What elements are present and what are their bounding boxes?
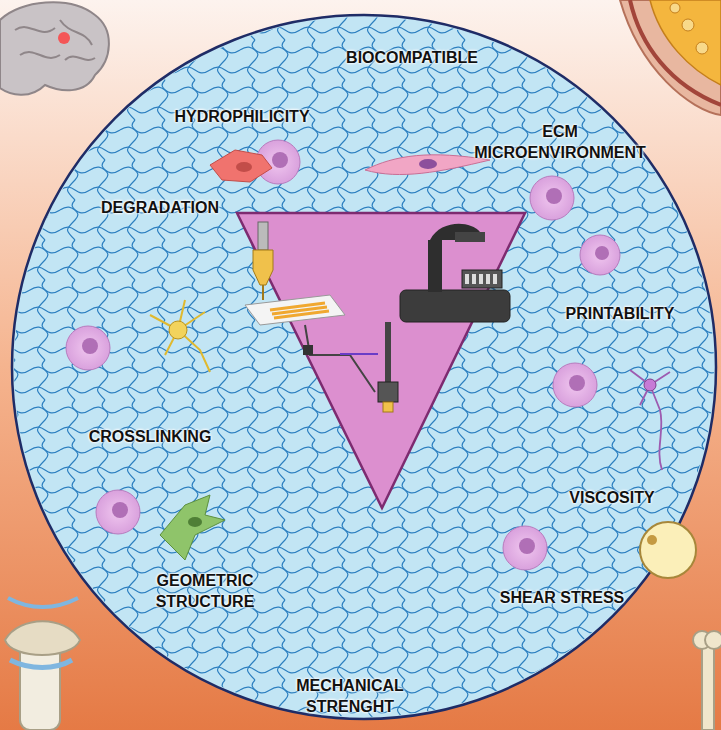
brain-illustration xyxy=(0,2,109,94)
fat-cell xyxy=(640,522,696,578)
property-label: VISCOSITY xyxy=(569,488,654,509)
property-label: GEOMETRIC STRUCTURE xyxy=(140,571,270,613)
property-label: HYDROPHILICITY xyxy=(174,107,309,128)
bioprinting-triangle xyxy=(237,213,525,508)
property-label: BIOCOMPATIBLE xyxy=(346,48,478,69)
property-label: ECM MICROENVIRONMENT xyxy=(460,122,660,164)
property-label: DEGRADATION xyxy=(101,198,219,219)
round-cells xyxy=(66,140,620,570)
property-label: MECHANICAL STRENGHT xyxy=(280,676,420,718)
bone-illustration xyxy=(693,631,721,730)
breast-tissue-illustration xyxy=(620,0,721,115)
knee-illustration xyxy=(5,598,80,730)
hydrogel-mesh xyxy=(14,17,714,717)
property-label: PRINTABILITY xyxy=(565,304,674,325)
hydrogel-circle xyxy=(12,15,716,719)
property-label: CROSSLINKING xyxy=(89,427,212,448)
property-label: SHEAR STRESS xyxy=(500,588,624,609)
